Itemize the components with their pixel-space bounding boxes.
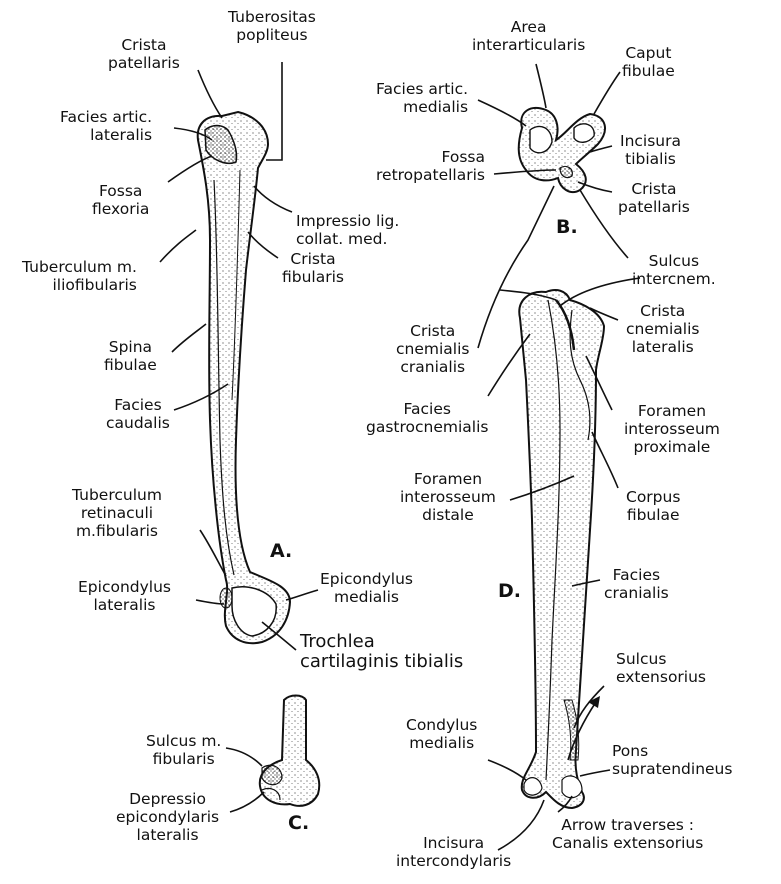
label-condylus-medialis: Condylus medialis	[406, 716, 477, 752]
bone-a-drawing	[198, 112, 290, 643]
label-trochlea: Trochlea cartilaginis tibialis	[300, 632, 463, 672]
leader-caput-fibulae	[594, 72, 620, 114]
label-arrow-traverses: Arrow traverses : Canalis extensorius	[552, 816, 703, 852]
label-sulcus-intercnem: Sulcus intercnem.	[632, 252, 716, 288]
leader-area-interarticularis	[536, 64, 546, 108]
label-pons-supratendineus: Pons supratendineus	[612, 742, 732, 778]
label-corpus-fibulae: Corpus fibulae	[626, 488, 680, 524]
label-incisura-tibialis: Incisura tibialis	[620, 132, 681, 168]
label-foramen-proximale: Foramen interosseum proximale	[624, 402, 720, 456]
label-epicondylus-lateralis: Epicondylus lateralis	[78, 578, 171, 614]
label-facies-gastrocnemialis: Facies gastrocnemialis	[366, 400, 488, 436]
label-crista-cnemialis-lateralis: Crista cnemialis lateralis	[626, 302, 699, 356]
bone-c-drawing	[260, 696, 319, 806]
leader-spina-fibulae	[172, 324, 206, 352]
leader-sulcus-fibularis	[226, 748, 262, 766]
panel-label-d: D.	[498, 580, 521, 602]
label-fossa-flexoria: Fossa flexoria	[92, 182, 149, 218]
label-foramen-distale: Foramen interosseum distale	[400, 470, 496, 524]
leader-tuberculum-iliofibularis	[160, 230, 196, 262]
leader-depressio-epicondylaris	[230, 792, 264, 812]
label-depressio-epicondylaris: Depressio epicondylaris lateralis	[116, 790, 219, 844]
label-caput-fibulae: Caput fibulae	[622, 44, 675, 80]
leader-crista-fibularis	[248, 232, 278, 258]
label-crista-patellaris-b: Crista patellaris	[618, 180, 690, 216]
label-facies-cranialis: Facies cranialis	[604, 566, 669, 602]
label-sulcus-fibularis: Sulcus m. fibularis	[146, 732, 221, 768]
label-facies-caudalis: Facies caudalis	[106, 396, 170, 432]
label-crista-patellaris-a: Crista patellaris	[108, 36, 180, 72]
leader-corpus-fibulae	[592, 432, 618, 488]
leader-pons-supratendineus	[580, 770, 610, 776]
bone-b-drawing	[519, 108, 605, 192]
label-tuberositas-popliteus: Tuberositas popliteus	[228, 8, 316, 44]
label-facies-artic-lateralis: Facies artic. lateralis	[60, 108, 152, 144]
leader-impressio-lig	[254, 186, 292, 212]
panel-label-a: A.	[270, 540, 292, 562]
leader-epicondylus-medialis	[286, 590, 318, 600]
label-area-interarticularis: Area interarticularis	[472, 18, 585, 54]
label-tuberculum-iliofibularis: Tuberculum m. iliofibularis	[22, 258, 137, 294]
label-sulcus-extensorius: Sulcus extensorius	[616, 650, 706, 686]
label-epicondylus-medialis: Epicondylus medialis	[320, 570, 413, 606]
label-facies-artic-medialis: Facies artic. medialis	[376, 80, 468, 116]
label-impressio-lig: Impressio lig. collat. med.	[296, 212, 399, 248]
leader-facies-artic-medialis	[478, 100, 526, 126]
label-incisura-intercondylaris: Incisura intercondylaris	[396, 834, 511, 870]
label-crista-fibularis: Crista fibularis	[282, 250, 344, 286]
leader-crista-patellaris-a	[198, 70, 222, 118]
label-fossa-retropatellaris: Fossa retropatellaris	[376, 148, 485, 184]
panel-label-b: B.	[556, 216, 578, 238]
label-tuberculum-retinaculi: Tuberculum retinaculi m.fibularis	[72, 486, 162, 540]
label-crista-cnemialis-cranialis: Crista cnemialis cranialis	[396, 322, 469, 376]
leader-condylus-medialis	[488, 760, 526, 780]
label-spina-fibulae: Spina fibulae	[104, 338, 157, 374]
panel-label-c: C.	[288, 812, 309, 834]
